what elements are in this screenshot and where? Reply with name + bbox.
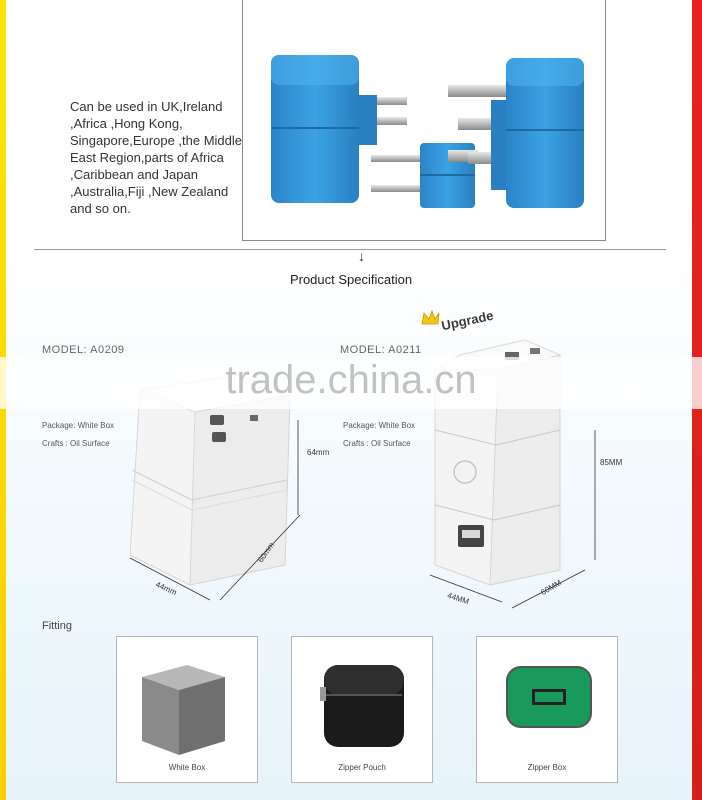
blue-plug-image [271,55,584,208]
right-crafts-text: Crafts : Oil Surface [343,439,411,448]
right-package-text: Package: White Box [343,421,416,430]
fitting-item-zipper-pouch: Zipper Pouch [291,636,433,783]
left-model-label: MODEL: A0209 [42,344,125,356]
plug-photo-frame [242,0,606,241]
compatibility-text: Can be used in UK,Ireland ,Africa ,Hong … [70,99,243,216]
fitting-item-white-box: White Box [116,636,258,783]
fitting-caption-white-box: White Box [168,763,206,772]
fitting-item-zipper-box: Zipper Box [476,636,618,783]
product-specification-title: Product Specification [289,272,413,287]
gray-box-image [142,665,225,755]
section-divider [34,249,666,250]
fitting-label: Fitting [42,620,72,632]
right-model-label: MODEL: A0211 [340,344,422,356]
down-arrow-icon: ↓ [358,248,365,264]
watermark-text: trade.china.cn [225,358,477,402]
crown-icon [421,309,440,325]
watermark-band [0,357,702,409]
fitting-caption-zipper-pouch: Zipper Pouch [338,763,386,772]
zipper-box-image [506,666,592,728]
right-height-dimension: 85MM [600,458,623,467]
zipper-pouch-image [320,665,404,747]
fitting-caption-zipper-box: Zipper Box [527,763,567,772]
left-crafts-text: Crafts : Oil Surface [42,439,110,448]
left-package-text: Package: White Box [42,421,115,430]
left-height-dimension: 64mm [307,448,330,457]
